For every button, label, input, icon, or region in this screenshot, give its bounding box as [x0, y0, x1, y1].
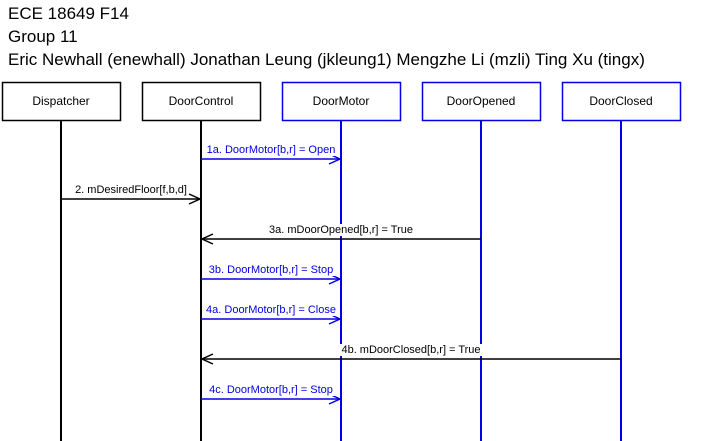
diagram-group-label: Group 11 — [8, 27, 78, 46]
message-arrowhead — [188, 193, 202, 205]
message-label: 4a. DoorMotor[b,r] = Close — [206, 304, 336, 316]
participant-dooropened: DoorOpened — [421, 81, 542, 441]
participant-doorclosed: DoorClosed — [561, 81, 682, 441]
message-label-background — [339, 344, 483, 356]
participant-doorcontrol: DoorControl — [141, 81, 262, 441]
participant-box — [561, 81, 682, 122]
message-label: 2. mDesiredFloor[f,b,d] — [75, 184, 187, 196]
message-label-background — [206, 264, 336, 276]
message-label-background — [204, 304, 338, 316]
participant-box — [281, 81, 402, 122]
message-2: 2. mDesiredFloor[f,b,d] — [61, 184, 202, 205]
message-label: 3a. mDoorOpened[b,r] = True — [269, 224, 413, 236]
message-3: 3a. mDoorOpened[b,r] = True — [200, 224, 481, 245]
message-label-background — [73, 184, 189, 196]
message-5: 4a. DoorMotor[b,r] = Close — [201, 304, 342, 325]
diagram-course-title: ECE 18649 F14 — [8, 4, 129, 23]
message-label: 4c. DoorMotor[b,r] = Stop — [209, 384, 333, 396]
participant-label: DoorOpened — [447, 94, 516, 108]
message-label-background — [204, 144, 338, 156]
message-label: 1a. DoorMotor[b,r] = Open — [207, 144, 336, 156]
participant-box — [141, 81, 262, 122]
message-1: 1a. DoorMotor[b,r] = Open — [201, 144, 342, 165]
participant-label: Dispatcher — [32, 94, 89, 108]
message-label-background — [267, 224, 415, 236]
diagram-authors: Eric Newhall (enewhall) Jonathan Leung (… — [8, 50, 645, 69]
message-arrowhead — [200, 233, 214, 245]
message-label: 3b. DoorMotor[b,r] = Stop — [209, 264, 333, 276]
participant-box — [1, 81, 122, 122]
participant-dispatcher: Dispatcher — [1, 81, 122, 441]
participant-box — [421, 81, 542, 122]
participant-doormotor: DoorMotor — [281, 81, 402, 441]
message-label-background — [207, 384, 335, 396]
message-7: 4c. DoorMotor[b,r] = Stop — [201, 384, 342, 405]
participant-label: DoorControl — [169, 94, 234, 108]
participant-label: DoorClosed — [589, 94, 652, 108]
message-4: 3b. DoorMotor[b,r] = Stop — [201, 264, 342, 285]
message-6: 4b. mDoorClosed[b,r] = True — [200, 344, 621, 365]
participant-label: DoorMotor — [313, 94, 370, 108]
message-label: 4b. mDoorClosed[b,r] = True — [341, 344, 480, 356]
message-arrowhead — [200, 353, 214, 365]
